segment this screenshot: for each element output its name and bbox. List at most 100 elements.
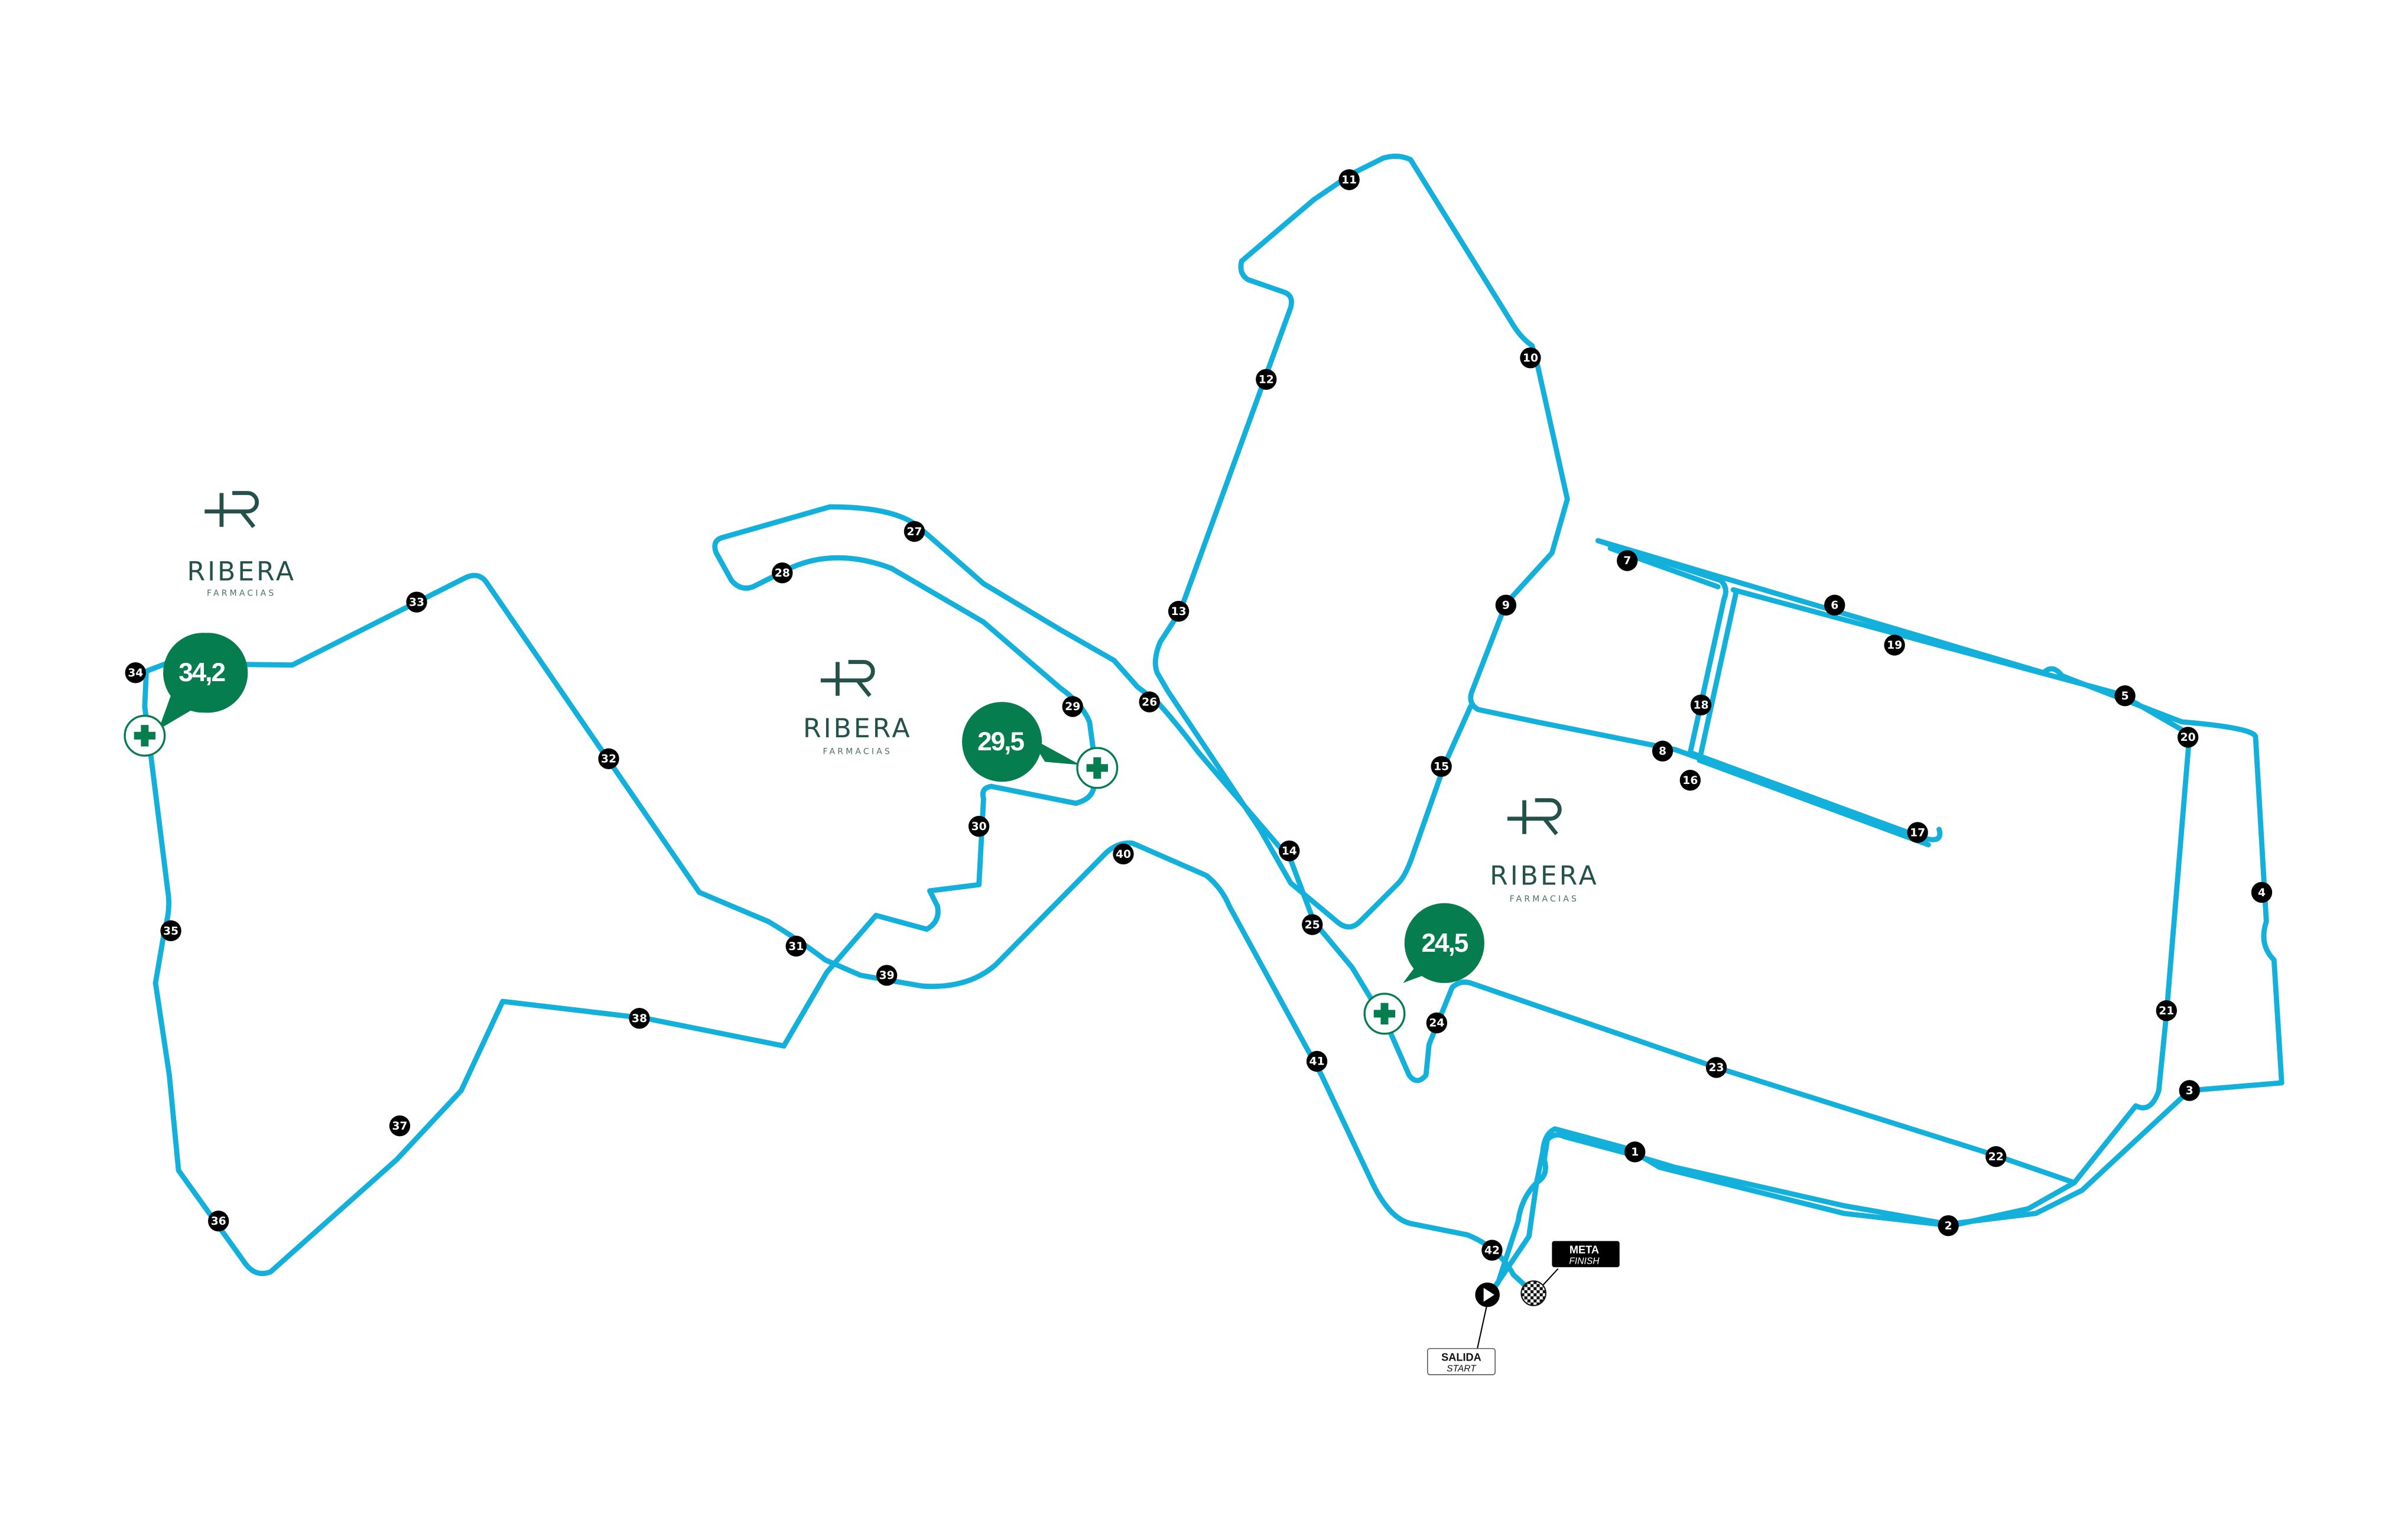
route-lines: [142, 154, 2284, 1299]
km-marker-dot: [1520, 347, 1541, 369]
km-marker-12: 12: [1256, 369, 1277, 390]
km-marker-40: 40: [1113, 843, 1134, 865]
km-marker-dot: [2177, 727, 2199, 748]
km-marker-dot: [1431, 756, 1452, 777]
sponsor-name: RIBERA: [187, 557, 296, 587]
km-marker-dot: [1062, 696, 1083, 717]
km-marker-dot: [1256, 369, 1277, 390]
km-marker-3: 3: [2179, 1080, 2200, 1101]
km-marker-label: 38: [632, 1013, 647, 1025]
km-marker-dot: [160, 920, 181, 942]
km-marker-label: 11: [1341, 174, 1357, 186]
km-marker-dot: [598, 748, 619, 769]
km-marker-20: 20: [2177, 727, 2199, 748]
sponsor-subtitle: FARMACIAS: [1510, 894, 1579, 904]
pharmacy-cross-icon: [1086, 757, 1109, 779]
km-marker-dot: [1938, 1215, 1959, 1237]
km-marker-label: 35: [163, 925, 178, 938]
km-marker-dot: [904, 520, 925, 542]
km-marker-dot: [1302, 914, 1323, 935]
km-marker-label: 19: [1887, 639, 1902, 652]
start-sublabel: START: [1447, 1364, 1477, 1374]
km-marker-32: 32: [598, 748, 619, 769]
km-marker-dot: [1624, 1141, 1646, 1163]
km-marker-11: 11: [1338, 169, 1360, 190]
km-marker-label: 12: [1259, 373, 1274, 386]
km-marker-27: 27: [904, 520, 925, 542]
km-marker-label: 3: [2186, 1085, 2193, 1097]
sponsor-logo-1: RIBERA FARMACIAS: [187, 491, 296, 598]
km-marker-dot: [1884, 635, 1905, 656]
km-marker-label: 34: [128, 667, 143, 679]
start-label: SALIDA: [1441, 1351, 1481, 1363]
km-marker-label: 8: [1659, 746, 1666, 758]
km-marker-42: 42: [1481, 1239, 1503, 1261]
checkered-flag-icon: [1520, 1280, 1546, 1306]
km-marker-6: 6: [1824, 594, 1845, 616]
km-marker-9: 9: [1495, 594, 1517, 616]
start-label-box: [1426, 1348, 1496, 1375]
km-marker-36: 36: [208, 1211, 229, 1232]
km-marker-dot: [125, 662, 147, 684]
km-marker-37: 37: [389, 1115, 411, 1137]
km-marker-19: 19: [1884, 635, 1905, 656]
route-segment-central: [1154, 699, 2077, 1186]
km-marker-dot: [2251, 881, 2273, 903]
km-marker-14: 14: [1279, 840, 1300, 861]
km-marker-23: 23: [1705, 1057, 1727, 1078]
ribera-logo-icon: [204, 491, 259, 528]
route-segment-north: [1152, 154, 1943, 842]
aid-bubble-circle: [1404, 903, 1484, 983]
km-marker-label: 4: [2258, 887, 2266, 899]
km-marker-dot: [1168, 601, 1190, 622]
finish-label-box: [1552, 1241, 1620, 1267]
km-marker-label: 27: [906, 526, 922, 538]
km-marker-dot: [1338, 169, 1360, 190]
aid-bubble-circle: [163, 633, 243, 713]
km-marker-dot: [772, 562, 793, 584]
km-marker-label: 28: [775, 567, 790, 580]
km-marker-24: 24: [1426, 1012, 1448, 1034]
km-marker-dot: [208, 1211, 229, 1232]
km-marker-label: 5: [2121, 690, 2129, 702]
sponsor-subtitle: FARMACIAS: [207, 589, 276, 598]
km-marker-4: 4: [2251, 881, 2273, 903]
finish-marker: META FINISH: [1520, 1241, 1620, 1306]
km-marker-label: 20: [2180, 731, 2196, 744]
aid-station-24: 24,5: [1363, 903, 1484, 1035]
km-marker-label: 30: [971, 821, 987, 833]
km-marker-dot: [876, 965, 898, 986]
km-marker-dot: [1985, 1146, 2007, 1167]
km-marker-dot: [406, 591, 427, 613]
km-marker-dot: [1139, 691, 1160, 712]
km-marker-16: 16: [1679, 770, 1701, 791]
km-marker-label: 31: [788, 941, 804, 953]
play-icon: [1483, 1287, 1494, 1302]
km-marker-5: 5: [2114, 685, 2136, 707]
ribera-logo-icon: [820, 660, 875, 697]
km-marker-label: 17: [1910, 827, 1925, 839]
km-marker-dot: [968, 816, 990, 837]
km-marker-dot: [629, 1007, 650, 1029]
km-marker-label: 14: [1282, 845, 1297, 858]
km-marker-15: 15: [1431, 756, 1452, 777]
km-marker-dot: [389, 1115, 411, 1137]
km-marker-30: 30: [968, 816, 990, 837]
route-segment-inner-grid: [1697, 588, 1931, 848]
route-segment-northeast: [1595, 538, 2284, 1094]
km-marker-label: 10: [1523, 352, 1538, 365]
km-marker-label: 29: [1065, 701, 1080, 713]
km-marker-label: 40: [1116, 848, 1131, 861]
km-marker-label: 25: [1305, 919, 1320, 931]
aid-bubble-circle: [962, 702, 1042, 782]
pharmacy-cross-icon: [134, 725, 156, 747]
km-marker-label: 42: [1484, 1245, 1500, 1257]
km-marker-dot: [1617, 550, 1638, 571]
km-marker-label: 7: [1623, 555, 1631, 567]
km-marker-label: 39: [879, 969, 895, 982]
aid-km-label: 24,5: [1422, 929, 1468, 958]
aid-km-label: 29,5: [977, 727, 1024, 756]
km-marker-dot: [2114, 685, 2136, 707]
km-marker-label: 23: [1709, 1062, 1724, 1074]
km-marker-dot: [2179, 1080, 2200, 1101]
